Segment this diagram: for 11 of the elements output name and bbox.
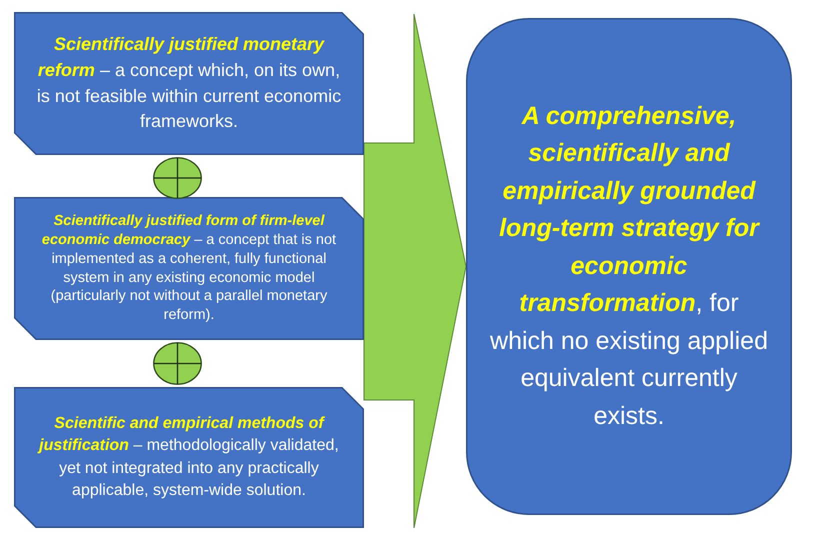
process-box [14,197,364,340]
box-text: A comprehensive, scientifically and empirically grounded long-term strategy for economic transformation, for which no existing applied equivalent currently exists. [490,100,768,432]
box-text: Scientifically justified form of firm-level economic democracy – a concept that is not implemented as a coherent, fully functional system in any existing economic model (particularly not without a parallel monetary reform). [40,212,338,326]
result-box [466,18,792,515]
box-text: Scientifically justified monetary reform – a concept which, on its own, is not feasible within current economic frameworks. [36,33,342,134]
plus-circle-icon [153,342,202,385]
process-box [14,387,364,528]
box-text: Scientific and empirical methods of justification – methodologically validated, yet not integrated into any practically applicable, system-wide solution. [36,414,340,501]
process-box [14,12,364,155]
plus-circle-icon [153,157,202,199]
block-arrow [364,14,467,528]
